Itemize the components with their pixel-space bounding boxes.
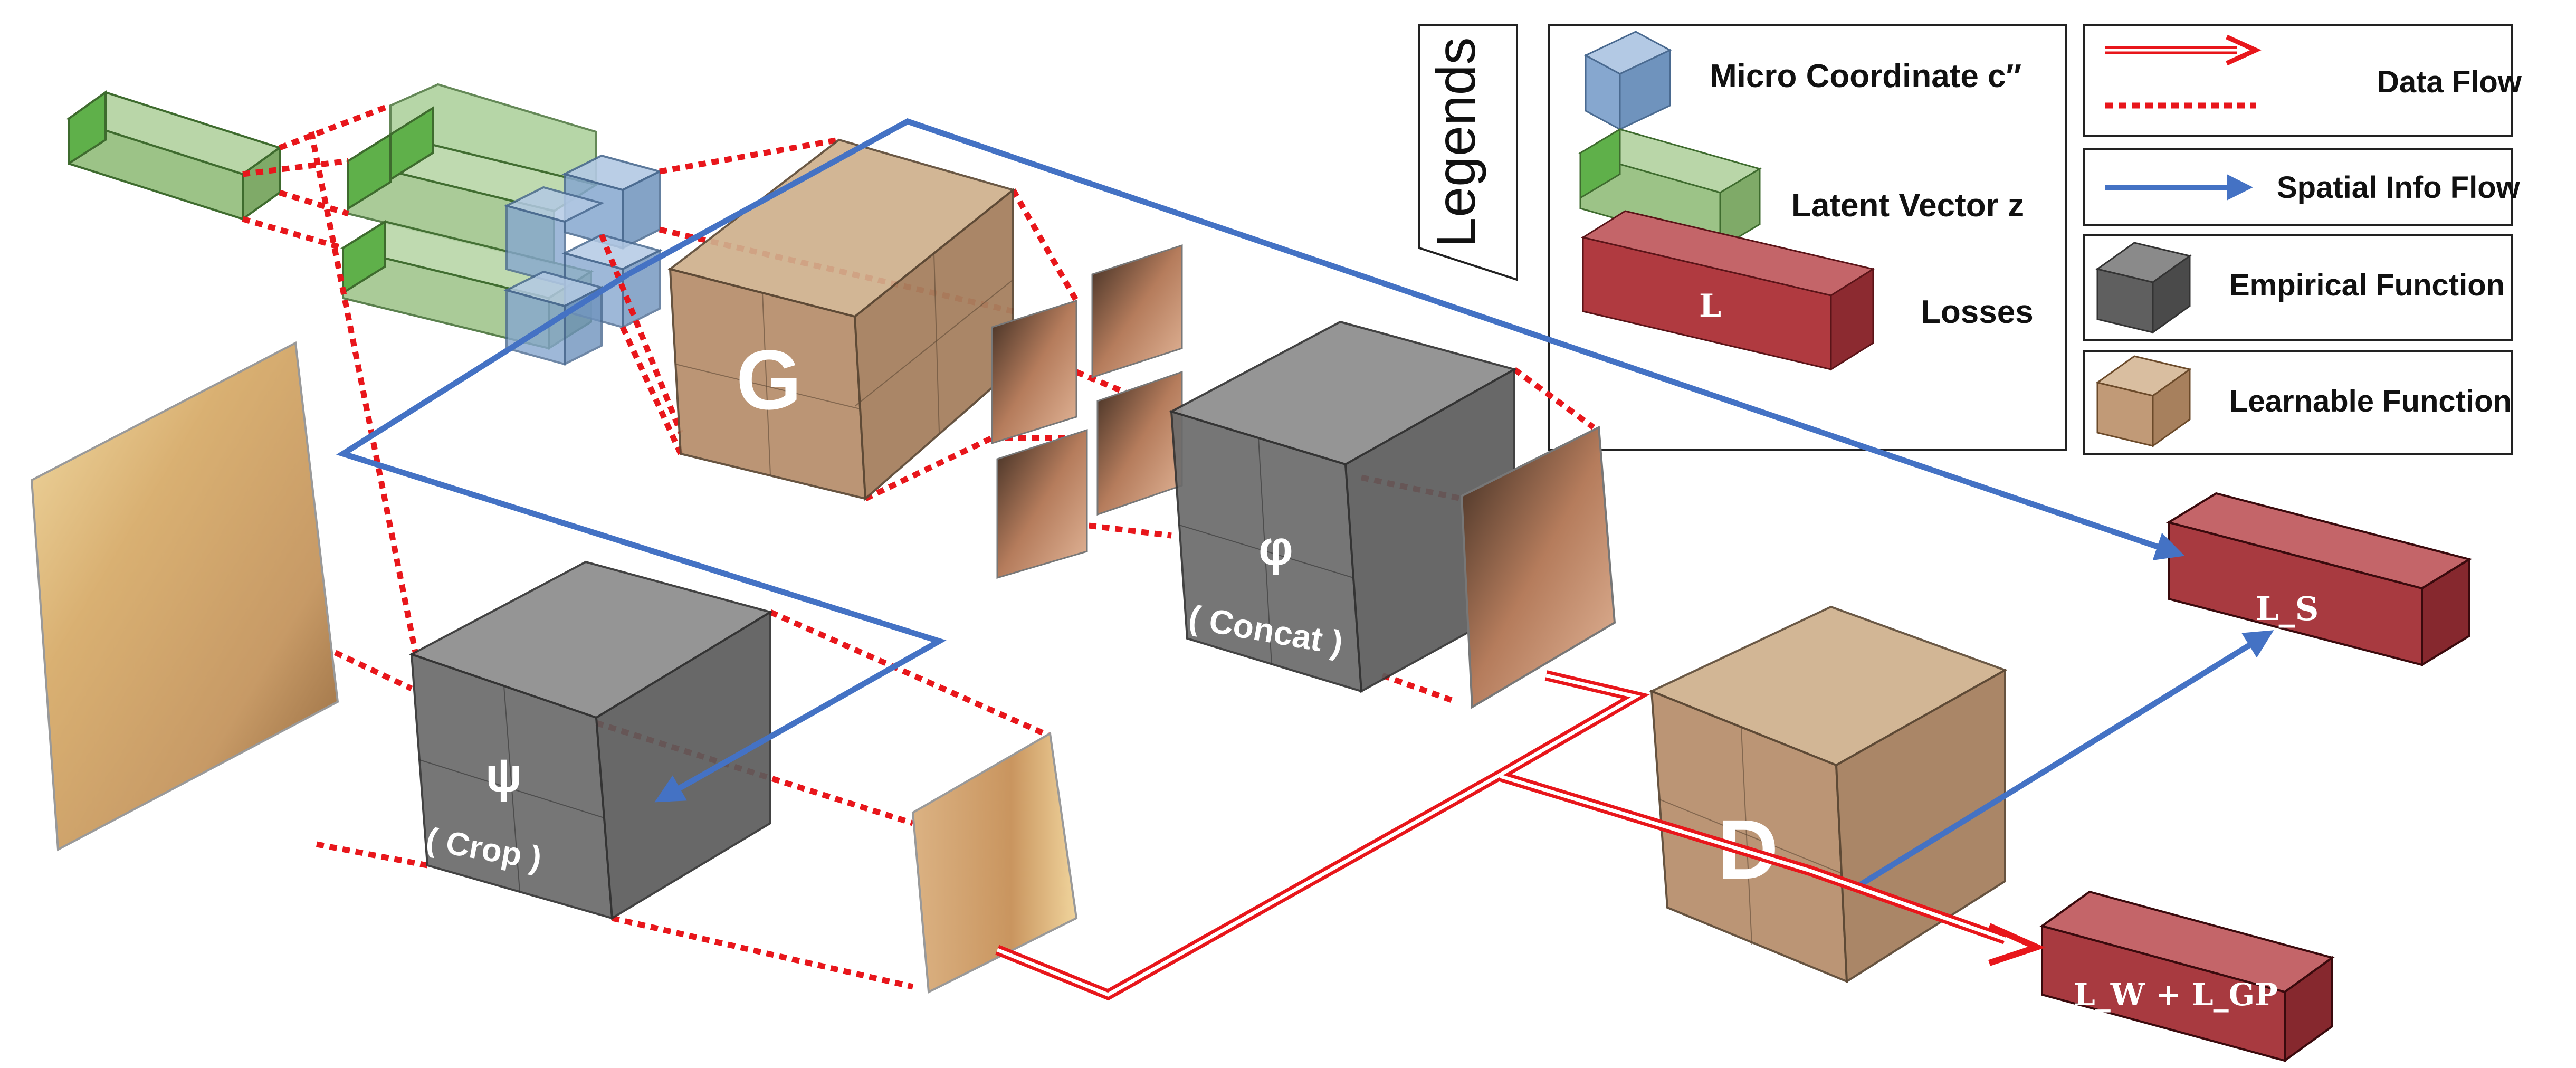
generated-full-patch — [1460, 425, 1616, 709]
spatial-flow-to-ls — [626, 118, 2185, 560]
legend-latent-vector: Latent Vector z — [1791, 187, 2024, 224]
discriminator-cube — [1648, 605, 2008, 984]
generated-patches — [991, 244, 1183, 579]
spatial-loss-label: L_S — [2256, 589, 2319, 628]
legend-spatial-info-flow: Spatial Info Flow — [2277, 170, 2521, 205]
learnable-function-icon — [2095, 355, 2192, 447]
spatial-info-flow — [336, 118, 2274, 889]
legend-title-tab — [1418, 24, 1518, 281]
legend-losses: Losses — [1921, 294, 2034, 330]
legend-data-flow: Data Flow — [2377, 65, 2522, 99]
latent-vector-icon — [1578, 128, 1762, 250]
legend: Legends Micro Coordinate c″ Latent Vecto… — [1418, 24, 2522, 455]
real-image — [30, 341, 339, 852]
legend-empirical-function: Empirical Function — [2229, 268, 2505, 302]
generator-cube — [667, 138, 1016, 501]
concat-symbol: φ — [1258, 521, 1293, 575]
cropped-real-patch — [911, 731, 1078, 994]
crop-cube — [408, 560, 774, 920]
patch-3 — [996, 428, 1088, 579]
data-flow — [995, 670, 2046, 1001]
empirical-function-icon — [2095, 242, 2192, 334]
legend-title: Legends — [1426, 37, 1487, 247]
legend-micro-coordinate: Micro Coordinate c″ — [1710, 58, 2021, 94]
spatial-flow-to-crop — [336, 272, 947, 803]
data-flow-arrow-icon — [2105, 34, 2262, 109]
loss-icon — [1581, 210, 1875, 371]
latent-coordinate-stack — [340, 83, 663, 366]
adversarial-loss-label: L_W + L_GP — [2074, 977, 2278, 1013]
patch-2 — [1091, 244, 1183, 379]
generator-label: G — [736, 332, 802, 427]
legend-loss-icon-letter: L — [1699, 288, 1721, 325]
patch-1 — [991, 299, 1077, 445]
latent-vector-input — [66, 90, 282, 221]
legend-learnable-function: Learnable Function — [2229, 384, 2512, 418]
spatial-flow-d-to-ls — [1856, 630, 2274, 889]
patch-4 — [1096, 370, 1183, 516]
legend-data-flow-box — [2083, 24, 2513, 137]
spatial-loss-block — [2165, 492, 2473, 667]
crop-symbol: ψ — [485, 748, 522, 802]
adversarial-loss-block — [2039, 890, 2335, 1063]
